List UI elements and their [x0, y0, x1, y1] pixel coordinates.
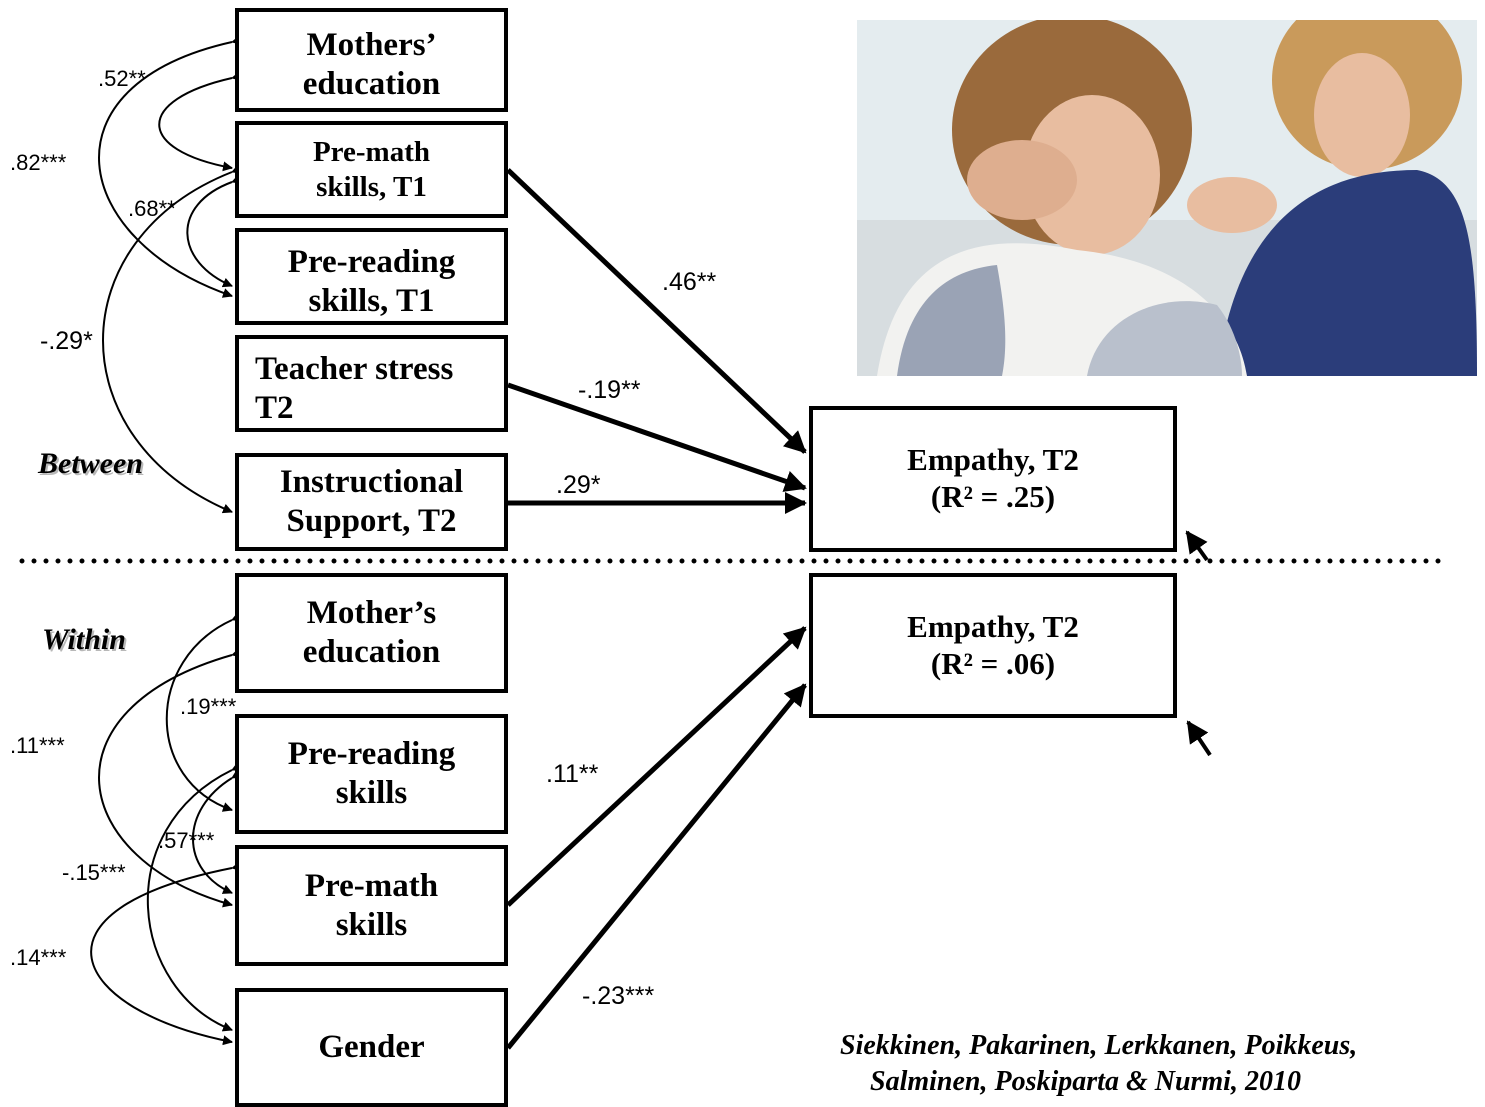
- box-b-instructional-support-line2: Support, T2: [286, 503, 457, 539]
- box-w-mothers-education-line1: Mother’s: [306, 595, 437, 632]
- box-w-premath: Pre-math skills: [235, 845, 508, 966]
- box-b-teacher-stress-line1: Teacher stress: [255, 351, 454, 388]
- box-b-prereading-t1: Pre-reading skills, T1: [235, 228, 508, 325]
- box-w-prereading-line1: Pre-reading: [287, 736, 456, 773]
- box-w-empathy-line2: (R² = .06): [930, 645, 1056, 681]
- corr-w-prereading-gender: [146, 761, 243, 1032]
- comforting-girls-photo: [857, 20, 1477, 376]
- box-b-mothers-education-line2: education: [302, 66, 441, 103]
- box-w-empathy: Empathy, T2 (R² = .06): [809, 573, 1177, 718]
- box-b-prereading-t1-line1: Pre-reading: [287, 244, 456, 281]
- corr-w-mom-prereading: [165, 611, 243, 812]
- coef-w-mom-premath: .11***: [10, 733, 65, 758]
- coef-w-premath-empathy: .11**: [546, 760, 599, 788]
- box-w-mothers-education: Mother’s education: [235, 573, 508, 693]
- coef-w-premath-gender: .14***: [10, 945, 67, 970]
- citation-line2: Salminen, Poskiparta & Nurmi, 2010: [870, 1066, 1301, 1098]
- corr-b-mom-premath: [158, 71, 242, 172]
- coef-b-mom-premath: .52**: [98, 66, 146, 91]
- path-b-premath-empathy: [506, 168, 807, 454]
- path-w-premath-empathy: [506, 626, 807, 907]
- box-b-teacher-stress: Teacher stress T2: [235, 335, 508, 432]
- box-b-empathy: Empathy, T2 (R² = .25): [809, 406, 1177, 552]
- corr-b-mom-prereading: [98, 35, 242, 298]
- corr-w-premath-gender: [90, 861, 242, 1046]
- box-b-mothers-education: Mothers’ education: [235, 8, 508, 112]
- box-w-gender-line1: Gender: [318, 1029, 425, 1066]
- box-b-mothers-education-line1: Mothers’: [306, 27, 437, 64]
- box-b-instructional-support: Instructional Support, T2: [235, 453, 508, 551]
- box-b-premath-t1: Pre-math skills, T1: [235, 121, 508, 218]
- box-b-empathy-line2: (R² = .25): [930, 479, 1056, 514]
- box-b-premath-t1-line2: skills, T1: [316, 170, 427, 203]
- within-label: Within: [42, 623, 126, 656]
- coef-w-prereading-gender: -.15***: [62, 860, 126, 885]
- box-b-teacher-stress-line2: T2: [255, 390, 294, 427]
- coef-b-premath-prereading: .68**: [128, 196, 176, 221]
- box-w-prereading-line2: skills: [335, 775, 408, 811]
- box-w-premath-line1: Pre-math: [304, 867, 439, 904]
- residual-arrow-within: [1186, 720, 1212, 757]
- coef-b-instr-empathy: .29*: [556, 471, 601, 499]
- box-b-instructional-support-line1: Instructional: [279, 464, 464, 501]
- corr-b-premath-prereading: [186, 174, 243, 288]
- box-w-prereading: Pre-reading skills: [235, 714, 508, 834]
- corr-w-prereading-premath: [192, 769, 243, 894]
- photo-illustration: [857, 20, 1477, 376]
- citation: Siekkinen, Pakarinen, Lerkkanen, Poikkeu…: [840, 1028, 1485, 1101]
- coef-b-mom-prereading: .82***: [10, 150, 67, 175]
- box-b-empathy-line1: Empathy, T2: [907, 442, 1079, 478]
- coef-w-gender-empathy: -.23***: [582, 982, 655, 1010]
- path-w-gender-empathy: [506, 683, 807, 1050]
- residual-arrow-between: [1185, 530, 1209, 562]
- box-w-empathy-line1: Empathy, T2: [907, 608, 1079, 644]
- box-w-mothers-education-line2: education: [302, 634, 441, 670]
- box-b-premath-t1-line1: Pre-math: [312, 136, 431, 169]
- citation-line1: Siekkinen, Pakarinen, Lerkkanen, Poikkeu…: [840, 1030, 1358, 1061]
- coef-b-stress-empathy: -.19**: [578, 376, 641, 404]
- box-w-gender: Gender: [235, 988, 508, 1107]
- corr-b-premath-instr: [102, 164, 243, 514]
- box-b-prereading-t1-line2: skills, T1: [308, 283, 435, 320]
- coef-w-prereading-premath: .57***: [158, 828, 215, 853]
- path-b-stress-empathy: [507, 382, 807, 492]
- box-w-premath-line2: skills: [335, 906, 408, 943]
- coef-b-premath-empathy: .46**: [662, 268, 717, 296]
- coef-w-mom-prereading: .19***: [180, 694, 237, 719]
- corr-w-mom-premath: [98, 647, 243, 908]
- coef-b-premath-instr: -.29*: [40, 327, 93, 355]
- between-label: Between: [38, 447, 143, 480]
